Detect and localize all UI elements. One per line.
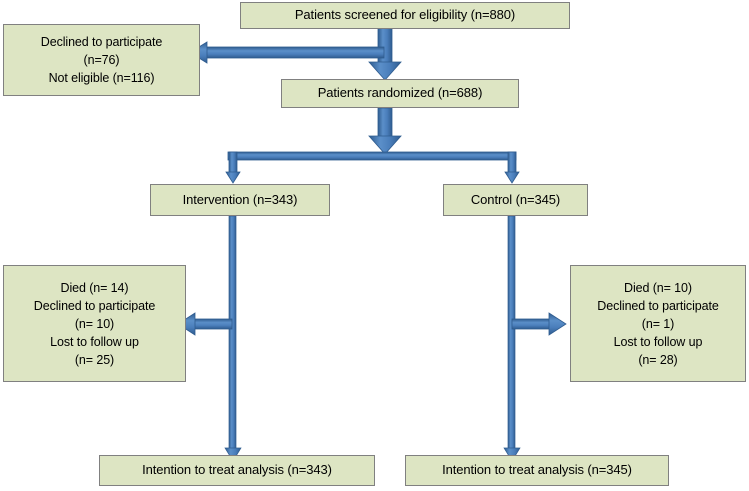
- node-patients-randomized: Patients randomized (n=688): [281, 79, 519, 108]
- node-excluded: Declined to participate (n=76) Not eligi…: [3, 24, 200, 96]
- node-intervention: Intervention (n=343): [150, 184, 330, 216]
- node-itt-intervention: Intention to treat analysis (n=343): [99, 455, 375, 486]
- node-control-losses: Died (n= 10) Declined to participate (n=…: [570, 265, 746, 382]
- arrow-screened-to-excluded: [189, 41, 385, 64]
- arrow-randomized-split: [225, 107, 520, 184]
- arrow-control-to-losses: [511, 312, 567, 336]
- node-itt-control: Intention to treat analysis (n=345): [405, 455, 669, 486]
- node-control: Control (n=345): [443, 184, 588, 216]
- arrow-control-to-itt: [503, 215, 521, 462]
- arrow-intervention-to-itt: [224, 215, 242, 462]
- node-intervention-losses: Died (n= 14) Declined to participate (n=…: [3, 265, 186, 382]
- node-patients-screened: Patients screened for eligibility (n=880…: [240, 2, 570, 29]
- arrow-intervention-to-losses: [177, 312, 233, 336]
